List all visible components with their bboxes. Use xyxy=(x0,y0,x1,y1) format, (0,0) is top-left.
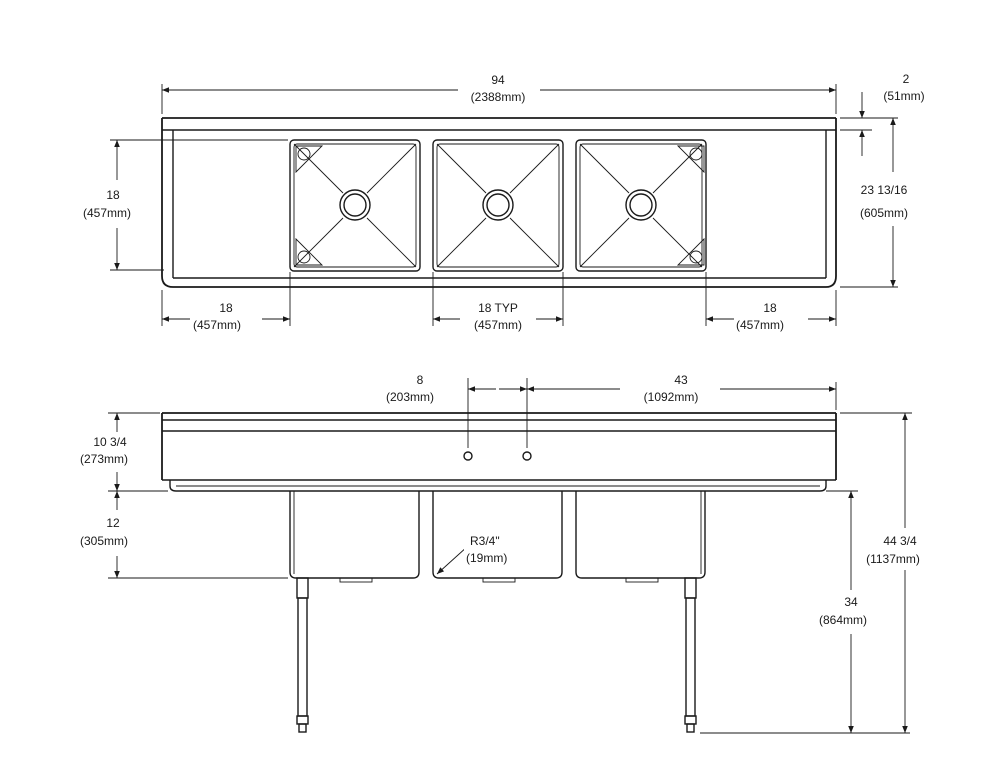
dim-bowl-width-mm: (457mm) xyxy=(474,318,522,332)
dim-bowl-front-back: 18 (457mm) xyxy=(83,139,288,271)
sink-body-elevation xyxy=(161,412,837,492)
sink-outline-plan xyxy=(161,117,837,288)
dim-overall-length-in: 94 xyxy=(491,73,505,87)
dim-backsplash-mm: (51mm) xyxy=(883,89,924,103)
dim-43-mm: (1092mm) xyxy=(644,390,699,404)
dim-4434-mm: (1137mm) xyxy=(866,552,920,566)
dim-right-drainboard: 18 (457mm) xyxy=(705,272,837,332)
dim-faucet-mm: (203mm) xyxy=(386,390,434,404)
bowl-right-plan xyxy=(575,139,707,272)
bowl-left-plan xyxy=(289,139,421,272)
radius-in: R3/4" xyxy=(470,534,500,548)
dim-34-mm: (864mm) xyxy=(819,613,867,627)
dim-bowl-width: 18 TYP (457mm) xyxy=(432,272,564,332)
corner-bracket-bottom-left xyxy=(295,237,324,266)
dim-overall-height: 44 3/4 (1137mm) xyxy=(840,412,920,733)
dim-left-drainboard: 18 (457mm) xyxy=(161,272,291,332)
dim-overall-length: 94 (2388mm) xyxy=(161,73,837,114)
dim-34-in: 34 xyxy=(844,595,858,609)
top-view: 94 (2388mm) 2 (51mm) 23 13/16 (605mm) 1 xyxy=(83,72,925,332)
dim-faucet-to-end: 43 (1092mm) xyxy=(527,373,837,410)
bowl-center-elevation xyxy=(432,491,563,583)
dim-1034-in: 10 3/4 xyxy=(93,435,127,449)
dim-overall-length-mm: (2388mm) xyxy=(471,90,526,104)
dim-43-in: 43 xyxy=(674,373,688,387)
dim-bowl-depth: 12 (305mm) xyxy=(80,491,288,579)
corner-bracket-top-left xyxy=(295,145,324,174)
faucet-holes xyxy=(463,451,532,461)
dim-depth-in: 23 13/16 xyxy=(861,183,908,197)
corner-bracket-top-right xyxy=(676,145,705,174)
callout-corner-radius: R3/4" (19mm) xyxy=(436,532,522,575)
dim-rim-height: 34 (864mm) xyxy=(700,490,910,734)
front-view: 8 (203mm) 43 (1092mm) 10 3/4 (273mm) 12 xyxy=(80,373,920,734)
dim-faucet-centers: 8 (203mm) xyxy=(386,373,528,448)
bowl-left-elevation xyxy=(289,491,420,583)
dim-backsplash-total: 10 3/4 (273mm) xyxy=(80,412,168,492)
dim-overall-depth: 23 13/16 (605mm) xyxy=(840,118,908,288)
dim-right-drainboard-in: 18 xyxy=(763,301,777,315)
corner-bracket-bottom-right xyxy=(676,237,705,266)
dim-backsplash-in: 2 xyxy=(903,72,910,86)
dim-12-mm: (305mm) xyxy=(80,534,128,548)
dim-left-drainboard-in: 18 xyxy=(219,301,233,315)
bowl-center-plan xyxy=(432,139,564,272)
dim-bowl-depth-mm: (457mm) xyxy=(83,206,131,220)
dim-right-drainboard-mm: (457mm) xyxy=(736,318,784,332)
leg-left xyxy=(296,577,309,733)
dim-bowl-depth-in: 18 xyxy=(106,188,120,202)
dim-4434-in: 44 3/4 xyxy=(883,534,917,548)
leg-right xyxy=(684,577,697,733)
dim-faucet-in: 8 xyxy=(417,373,424,387)
bowl-right-elevation xyxy=(575,491,706,583)
dim-left-drainboard-mm: (457mm) xyxy=(193,318,241,332)
dim-backsplash-height: 2 (51mm) xyxy=(840,72,925,156)
dim-bowl-width-in: 18 TYP xyxy=(478,301,518,315)
dim-12-in: 12 xyxy=(106,516,120,530)
dim-1034-mm: (273mm) xyxy=(80,452,128,466)
radius-mm: (19mm) xyxy=(466,551,507,565)
dim-depth-mm: (605mm) xyxy=(860,206,908,220)
